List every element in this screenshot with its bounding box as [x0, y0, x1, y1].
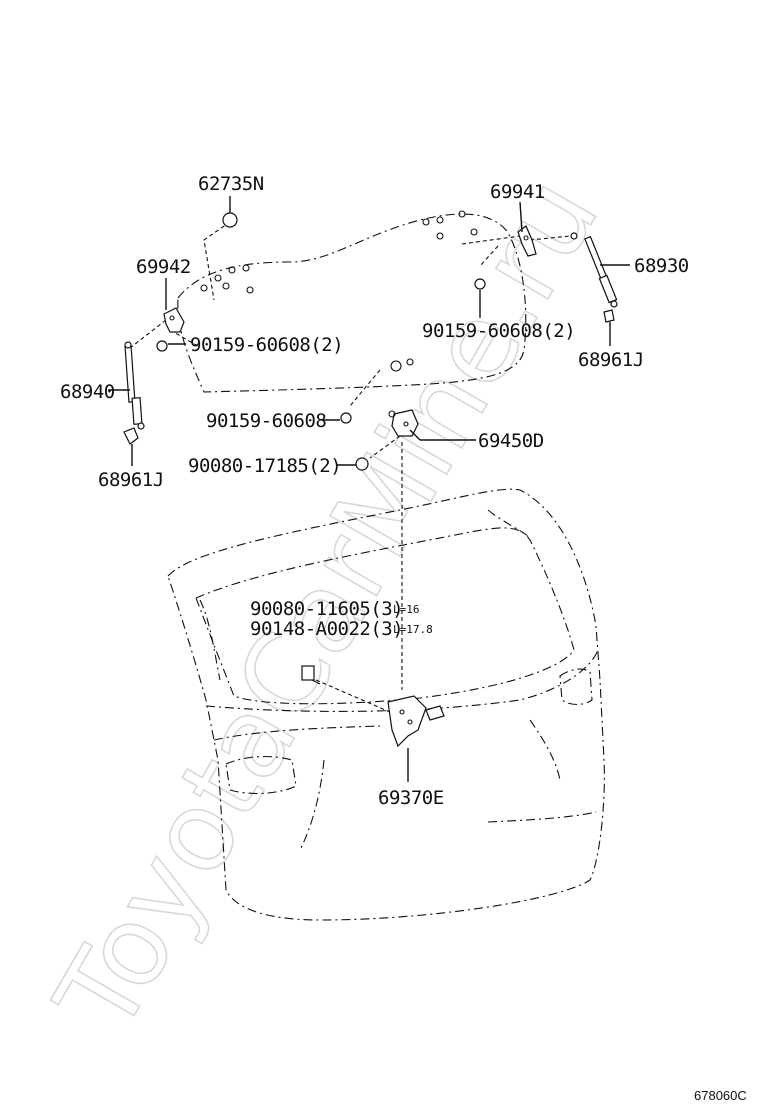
label-stay-right: 68930	[634, 255, 689, 277]
label-bolt-hinge-right: 90159-60608(2)	[422, 320, 575, 342]
glass-stopper-part	[222, 212, 238, 228]
label-glass-stopper: 62735N	[198, 173, 264, 195]
bolt-part-left	[156, 340, 168, 352]
left-hinge-part	[163, 307, 185, 333]
nut-part	[355, 457, 369, 471]
label-hinge-right: 69941	[490, 181, 545, 203]
label-bracket-left: 68961J	[98, 469, 164, 491]
diagram-code: 678060C	[694, 1088, 747, 1103]
label-bolt-lock-a: 90080-11605(3)	[250, 598, 403, 620]
label-bolt-lock-b-note: L=17.8	[393, 623, 433, 636]
label-striker: 69450D	[478, 430, 544, 452]
label-bolt-lock-a-note: L=16	[393, 603, 420, 616]
label-nut-lock: 90080-17185(2)	[188, 455, 341, 477]
label-hinge-left: 69942	[136, 256, 191, 278]
part-labels: 62735N 69942 69941 68940 68930 68961J 68…	[60, 173, 689, 809]
right-bracket-part	[603, 309, 615, 323]
bolt-part-right	[474, 278, 486, 290]
glass-panel	[177, 210, 527, 393]
left-bracket-part	[123, 427, 139, 445]
lock-bolt-part	[301, 665, 321, 685]
striker-part	[388, 409, 419, 437]
back-door-panel	[167, 488, 605, 921]
assembly-lines	[129, 221, 571, 713]
label-bolt-lock-b: 90148-A0022(3)	[250, 618, 403, 640]
lock-assy-part	[387, 695, 445, 748]
label-stay-left: 68940	[60, 381, 115, 403]
label-bolt-glass: 90159-60608	[206, 410, 326, 432]
right-stay-part	[570, 232, 618, 308]
label-bolt-hinge-left: 90159-60608(2)	[190, 334, 343, 356]
label-lock-assy: 69370E	[378, 787, 444, 809]
right-hinge-part	[517, 225, 537, 257]
leader-lines	[108, 196, 630, 782]
left-stay-part	[124, 341, 145, 430]
label-bracket-right: 68961J	[578, 349, 644, 371]
bolt-part-glass	[340, 412, 352, 424]
